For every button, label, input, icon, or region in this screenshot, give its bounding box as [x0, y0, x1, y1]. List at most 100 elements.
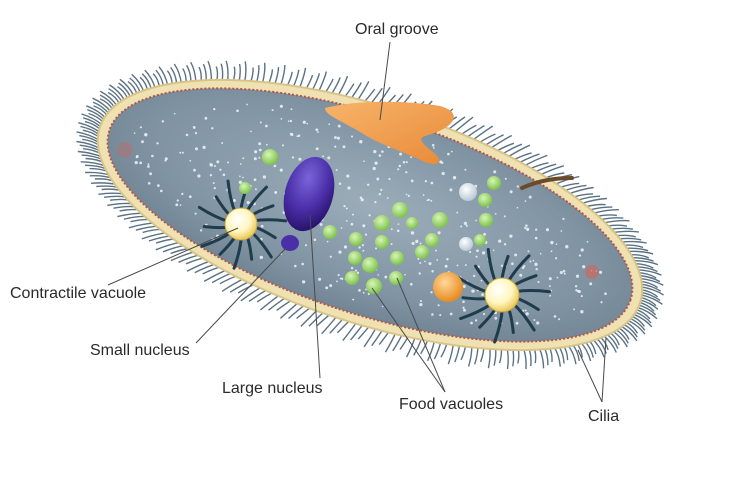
- food-vacuole: [432, 212, 448, 228]
- granule: [481, 251, 486, 255]
- granule: [381, 150, 384, 153]
- granule: [437, 304, 440, 307]
- granule: [456, 211, 459, 214]
- granule: [404, 273, 406, 276]
- granule: [304, 244, 308, 247]
- granule: [227, 161, 230, 164]
- granule: [259, 255, 263, 260]
- granule: [407, 194, 410, 198]
- granule: [202, 145, 206, 150]
- granule: [179, 151, 182, 154]
- granule: [212, 181, 215, 185]
- granule: [439, 314, 442, 317]
- cilium: [279, 64, 286, 87]
- granule: [419, 302, 423, 307]
- granule: [410, 231, 415, 235]
- granule: [199, 229, 203, 232]
- granule: [135, 156, 138, 159]
- granule: [259, 121, 262, 124]
- cilium: [261, 62, 266, 85]
- granule: [431, 143, 435, 147]
- granule: [260, 224, 264, 228]
- granule: [430, 199, 433, 202]
- label-small-nucleus: Small nucleus: [90, 342, 190, 359]
- granule: [415, 239, 419, 243]
- granule: [430, 291, 433, 294]
- granule: [447, 152, 450, 156]
- granule: [450, 150, 453, 153]
- granule: [340, 277, 344, 280]
- cilium: [471, 125, 494, 142]
- granule: [473, 274, 476, 278]
- leader-cilia-a: [577, 349, 603, 403]
- cilium: [207, 60, 213, 82]
- large-nucleus: [283, 156, 335, 232]
- granule: [548, 277, 552, 281]
- granule: [291, 156, 295, 159]
- leader-small-nucleus: [195, 247, 287, 344]
- granule: [481, 293, 484, 296]
- food-vacuole: [390, 251, 404, 265]
- cilium: [538, 347, 545, 369]
- granule: [549, 294, 552, 297]
- granule: [333, 136, 337, 139]
- granule: [352, 298, 355, 301]
- granule: [346, 174, 350, 178]
- food-vacuole: [348, 251, 362, 265]
- granule: [405, 171, 408, 174]
- granule: [373, 149, 377, 154]
- granule: [470, 321, 473, 325]
- granule: [475, 219, 477, 222]
- cilium: [141, 232, 168, 240]
- granule: [374, 161, 378, 165]
- cilium: [155, 241, 182, 251]
- granule: [446, 258, 449, 261]
- granule: [522, 309, 525, 312]
- granule: [580, 310, 584, 314]
- cilium: [300, 308, 319, 327]
- food-vacuole: [375, 235, 389, 249]
- granule: [204, 116, 208, 120]
- granule: [465, 224, 468, 227]
- granule: [524, 226, 527, 230]
- granule: [600, 301, 603, 304]
- granule: [239, 175, 241, 178]
- granule: [161, 120, 165, 123]
- granule: [580, 295, 583, 298]
- granule: [535, 267, 538, 271]
- granule: [431, 313, 434, 316]
- granule: [388, 177, 391, 181]
- granule: [214, 165, 216, 167]
- food-vacuole: [479, 213, 493, 227]
- granule: [361, 244, 364, 247]
- granule: [302, 120, 306, 124]
- granule: [527, 250, 530, 253]
- granule: [476, 249, 479, 253]
- granule: [329, 255, 332, 258]
- cilium: [173, 63, 183, 84]
- granule: [342, 145, 346, 149]
- granule: [238, 180, 243, 184]
- granule: [419, 242, 422, 245]
- granule: [219, 168, 222, 171]
- granule: [133, 132, 136, 134]
- cilium: [279, 301, 300, 319]
- granule: [181, 151, 184, 154]
- granule: [381, 305, 384, 308]
- granule: [494, 316, 498, 320]
- granule: [524, 309, 527, 312]
- granule: [289, 119, 293, 123]
- granule: [144, 133, 148, 137]
- cilium: [580, 197, 607, 205]
- granule: [437, 231, 441, 235]
- granule: [265, 143, 268, 146]
- granule: [533, 319, 536, 321]
- granule: [327, 156, 331, 160]
- granule: [173, 112, 176, 115]
- granule: [279, 168, 283, 172]
- granule: [345, 207, 348, 210]
- granule: [185, 133, 189, 137]
- granule: [424, 180, 428, 183]
- white-vacuole: [459, 237, 473, 251]
- label-oral-groove: Oral groove: [355, 21, 439, 38]
